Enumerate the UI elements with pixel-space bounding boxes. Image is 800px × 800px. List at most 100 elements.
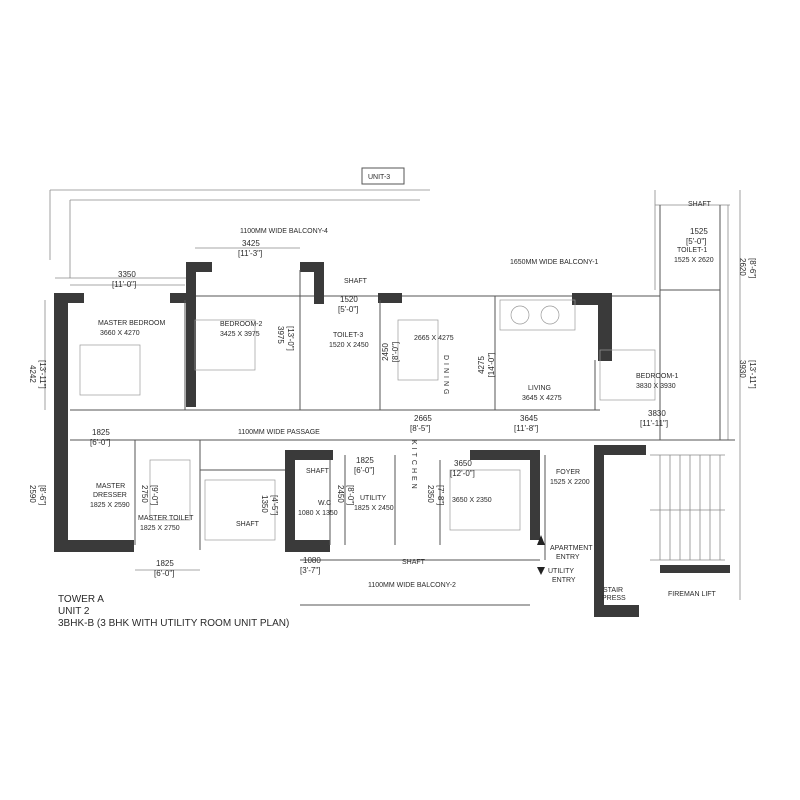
apartment-entry-arrow — [537, 535, 545, 545]
shaft-label-4: SHAFT — [236, 521, 260, 528]
stair-label-2: PRESS — [602, 595, 626, 602]
living-label: LIVING — [528, 385, 551, 392]
master-dresser-label1: MASTER — [96, 483, 125, 490]
dim-2590-ft: [8'-6"] — [38, 485, 47, 505]
wc-size: 1080 X 1350 — [298, 510, 338, 517]
dim-3830-ft: [11'-11"] — [640, 419, 668, 428]
foyer-label: FOYER — [556, 469, 580, 476]
living-size: 3645 X 4275 — [522, 395, 562, 402]
dim-2450-u: 2450 — [336, 485, 345, 503]
shaft-label-2: SHAFT — [688, 201, 712, 208]
foyer-size: 1525 X 2200 — [550, 479, 590, 486]
dim-1825-b: 1825 — [356, 456, 374, 465]
area-labels: 1100MM WIDE BALCONY-4 1650MM WIDE BALCON… — [236, 201, 717, 602]
kitchen-size: 3650 X 2350 — [452, 497, 492, 504]
dim-2590: 2590 — [28, 485, 37, 503]
dim-3425-ft: [11'-3"] — [238, 249, 262, 258]
dim-1525-toilet: 1525 — [690, 227, 708, 236]
stairs — [650, 454, 725, 561]
dim-4275: 4275 — [477, 356, 486, 374]
dim-2665: 2665 — [414, 414, 432, 423]
dim-4275-ft: [14'-0"] — [487, 353, 496, 378]
bedroom1-label: BEDROOM-1 — [636, 373, 679, 380]
master-dresser-size: 1825 X 2590 — [90, 502, 130, 509]
toilet3-label: TOILET-3 — [333, 332, 363, 339]
unit-tag: UNIT-3 — [368, 174, 390, 181]
dim-3830: 3830 — [648, 409, 666, 418]
dim-1350-ft: [4'-5"] — [270, 495, 279, 515]
master-dresser-label2: DRESSER — [93, 492, 127, 499]
caption-type: 3BHK-B (3 BHK WITH UTILITY ROOM UNIT PLA… — [58, 618, 289, 629]
utility-label: UTILITY — [360, 495, 386, 502]
dim-1825-a-ft: [6'-0"] — [90, 438, 110, 447]
fireman-lift-label: FIREMAN LIFT — [668, 591, 717, 598]
interior-partitions — [70, 270, 720, 560]
master-toilet-label: MASTER TOILET — [138, 515, 194, 522]
room-labels: MASTER BEDROOM 3660 X 4270 BEDROOM-2 342… — [90, 247, 714, 532]
balcony2-label: 1100MM WIDE BALCONY-2 — [368, 582, 456, 589]
dim-3425: 3425 — [242, 239, 260, 248]
apartment-entry-1: APARTMENT — [550, 545, 593, 552]
dim-3650-ft: [12'-0"] — [450, 469, 475, 478]
toilet1-size: 1525 X 2620 — [674, 257, 714, 264]
utility-entry-arrow — [537, 567, 545, 575]
shaft-label-3: SHAFT — [306, 468, 330, 475]
dim-3975: 3975 — [276, 326, 285, 344]
dim-2620-ft: [8'-6"] — [748, 258, 757, 278]
dim-2350: 2350 — [426, 485, 435, 503]
dim-2450-ft: [8'-0"] — [391, 342, 400, 362]
dim-3930-ft: [13'-11"] — [748, 360, 757, 389]
dim-2665-ft: [8'-5"] — [410, 424, 430, 433]
master-bedroom-label: MASTER BEDROOM — [98, 320, 165, 327]
wc-label: W.C — [318, 500, 331, 507]
caption-unit: UNIT 2 — [58, 606, 90, 617]
balcony1-label: 1650MM WIDE BALCONY-1 — [510, 259, 599, 266]
dim-1825-b-ft: [6'-0"] — [354, 466, 374, 475]
dim-1080: 1080 — [303, 556, 321, 565]
kitchen-vertical: KITCHEN — [410, 440, 417, 492]
bedroom1-size: 3830 X 3930 — [636, 383, 676, 390]
dim-2620: 2620 — [738, 258, 747, 276]
dim-3350: 3350 — [118, 270, 136, 279]
apartment-entry-2: ENTRY — [556, 554, 580, 561]
dim-1350: 1350 — [260, 495, 269, 513]
dim-1520-ft: [5'-0"] — [338, 305, 358, 314]
utility-entry-1: UTILITY — [548, 568, 574, 575]
dim-1520: 1520 — [340, 295, 358, 304]
dim-4242: 4242 — [28, 365, 37, 383]
dining-vertical: DINING — [442, 355, 449, 398]
context-lines — [49, 189, 741, 600]
dim-3930: 3930 — [738, 360, 747, 378]
furniture — [79, 299, 656, 541]
toilet3-size: 1520 X 2450 — [329, 342, 369, 349]
dim-2450: 2450 — [381, 343, 390, 361]
balcony4-label: 1100MM WIDE BALCONY-4 — [240, 228, 328, 235]
plan-caption: TOWER A UNIT 2 3BHK-B (3 BHK WITH UTILIT… — [58, 594, 289, 629]
utility-entry-2: ENTRY — [552, 577, 576, 584]
dim-2750: 2750 — [140, 485, 149, 503]
thick-walls — [54, 262, 730, 617]
utility-size: 1825 X 2450 — [354, 505, 394, 512]
dimensions: 3350 [11'-0"] 3425 [11'-3"] 1520 [5'-0"]… — [28, 227, 757, 578]
dim-2750-ft: [9'-0"] — [150, 485, 159, 505]
dim-1825-c: 1825 — [156, 559, 174, 568]
shaft-label-1: SHAFT — [344, 278, 368, 285]
bedroom2-size: 3425 X 3975 — [220, 331, 260, 338]
bedroom2-label: BEDROOM-2 — [220, 321, 263, 328]
master-bedroom-size: 3660 X 4270 — [100, 330, 140, 337]
dim-3645-ft: [11'-8"] — [514, 424, 538, 433]
passage-label: 1100MM WIDE PASSAGE — [238, 429, 320, 436]
dim-3350-ft: [11'-0"] — [112, 280, 136, 289]
shaft-label-5: SHAFT — [402, 559, 426, 566]
dim-1525-toilet-ft: [5'-0"] — [686, 237, 706, 246]
living-dining-size: 2665 X 4275 — [414, 335, 454, 342]
master-toilet-size: 1825 X 2750 — [140, 525, 180, 532]
dim-2450-u-ft: [8'-0"] — [346, 485, 355, 505]
dim-3645: 3645 — [520, 414, 538, 423]
stair-label-1: STAIR — [603, 587, 623, 594]
dim-1825-c-ft: [6'-0"] — [154, 569, 174, 578]
toilet1-label: TOILET-1 — [677, 247, 707, 254]
dim-1825-a: 1825 — [92, 428, 110, 437]
dim-3650: 3650 — [454, 459, 472, 468]
